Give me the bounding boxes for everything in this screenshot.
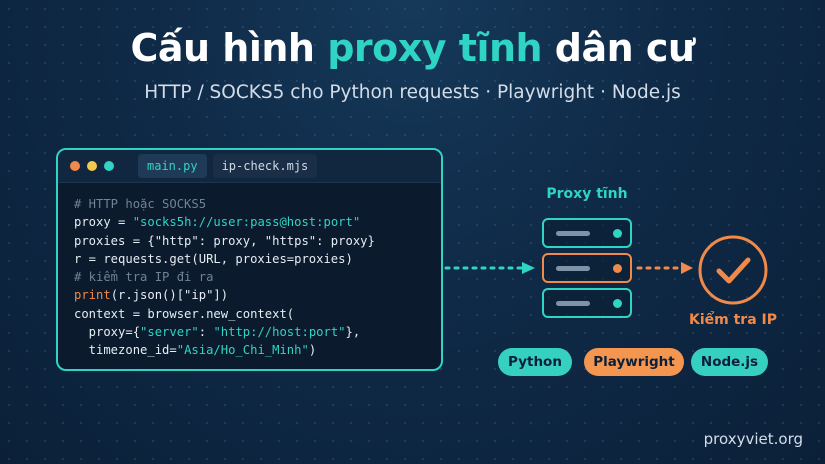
server-slot bbox=[556, 266, 590, 271]
server-icon bbox=[542, 288, 632, 318]
code-line: timezone_id="Asia/Ho_Chi_Minh") bbox=[74, 343, 317, 358]
code-line: print(r.json()["ip"]) bbox=[74, 288, 229, 303]
ip-check-label: Kiểm tra IP bbox=[689, 312, 777, 328]
code-line: r = requests.get(URL, proxies=proxies) bbox=[74, 251, 353, 266]
server-slot bbox=[556, 231, 590, 236]
badge-python: Python bbox=[498, 348, 572, 376]
server-status-dot bbox=[613, 229, 622, 238]
code-line: context = browser.new_context( bbox=[74, 306, 295, 321]
badge-nodejs: Node.js bbox=[691, 348, 768, 376]
server-status-dot bbox=[613, 264, 622, 273]
arrow-right-icon bbox=[681, 262, 693, 274]
code-block: # HTTP hoặc SOCKS5 proxy = "socks5h://use… bbox=[58, 183, 441, 360]
window-title-bar: main.py ip-check.mjs bbox=[58, 150, 441, 183]
footer-site-link[interactable]: proxyviet.org bbox=[703, 430, 803, 448]
proxy-label: Proxy tĩnh bbox=[546, 186, 628, 202]
checkmark-circle-icon bbox=[698, 235, 768, 305]
maximize-window-icon bbox=[104, 161, 114, 171]
server-icon bbox=[542, 218, 632, 248]
code-line: # kiểm tra IP đi ra bbox=[74, 270, 214, 285]
close-window-icon bbox=[70, 161, 80, 171]
minimize-window-icon bbox=[87, 161, 97, 171]
code-window: main.py ip-check.mjs # HTTP hoặc SOCKS5 p… bbox=[56, 148, 443, 371]
server-icon-active bbox=[542, 253, 632, 283]
page-title: Cấu hình proxy tĩnh dân cư bbox=[130, 26, 695, 70]
tab-ip-check-mjs[interactable]: ip-check.mjs bbox=[212, 154, 318, 178]
code-line: proxy = "socks5h://user:pass@host:port" bbox=[74, 215, 361, 230]
page-subtitle: HTTP / SOCKS5 cho Python requests · Play… bbox=[144, 82, 681, 103]
code-line: proxy={"server": "http://host:port"}, bbox=[74, 325, 361, 340]
code-line: proxies = {"http": proxy, "https": proxy… bbox=[74, 233, 375, 248]
server-status-dot bbox=[613, 299, 622, 308]
code-line: # HTTP hoặc SOCKS5 bbox=[74, 197, 207, 211]
tab-main-py[interactable]: main.py bbox=[138, 154, 207, 178]
server-slot bbox=[556, 301, 590, 306]
arrow-right-icon bbox=[522, 262, 535, 274]
badge-playwright: Playwright bbox=[584, 348, 684, 376]
